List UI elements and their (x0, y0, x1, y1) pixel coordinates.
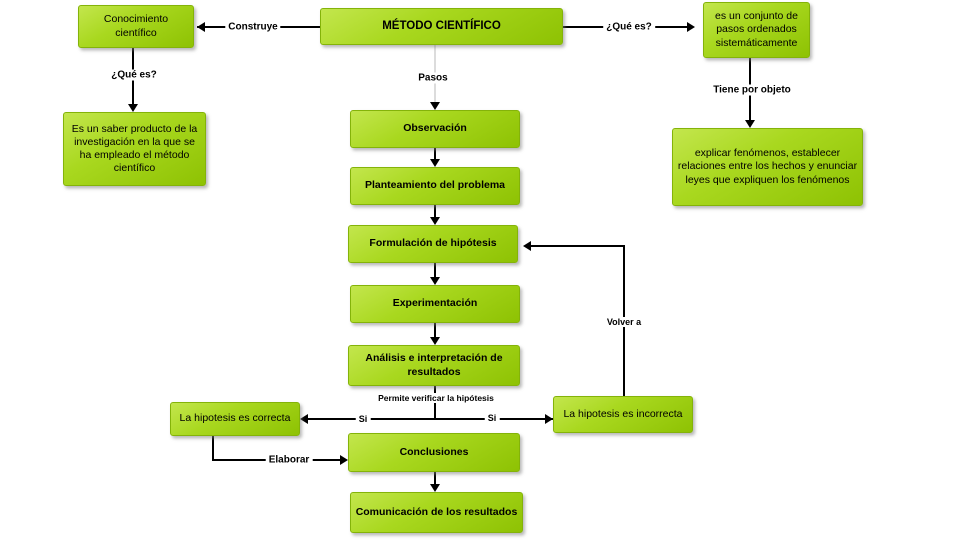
node-analisis-interpretacion: Análisis e interpretación de resultados (348, 345, 520, 386)
edge-label-si-left: Si (355, 414, 371, 424)
edge-label-que-es-left: ¿Qué es? (108, 69, 160, 81)
node-formulacion-de-hipotesis: Formulación de hipótesis (348, 225, 518, 263)
connector-si-line (305, 418, 553, 420)
arrowhead-into-conclusiones (340, 455, 348, 465)
node-hipotesis-incorrecta: La hipotesis es incorrecta (553, 396, 693, 433)
node-conjunto-de-pasos: es un conjunto de pasos ordenados sistem… (703, 2, 810, 58)
node-saber-producto: Es un saber producto de la investigación… (63, 112, 206, 186)
node-conocimiento-cientifico: Conocimiento científico (78, 5, 194, 48)
edge-label-permite-verificar: Permite verificar la hipótesis (375, 393, 497, 403)
node-observacion: Observación (350, 110, 520, 148)
arrowhead-into-experimentacion (430, 277, 440, 285)
connector-planteamiento-formulacion (434, 205, 436, 217)
edge-label-volver-a: Volver a (603, 317, 645, 327)
edge-label-pasos: Pasos (415, 72, 451, 84)
arrowhead-into-planteamiento (430, 159, 440, 167)
edge-label-si-right: Si (484, 413, 500, 423)
connector-volver-horizontal (531, 245, 625, 247)
arrowhead-into-explicar (745, 120, 755, 128)
arrowhead-into-formulacion (430, 217, 440, 225)
node-metodo-cientifico: MÉTODO CIENTÍFICO (320, 8, 563, 45)
arrowhead-into-observacion (430, 102, 440, 110)
arrowhead-into-saber (128, 104, 138, 112)
arrowhead-into-comunicacion (430, 484, 440, 492)
edge-label-que-es-right: ¿Qué es? (603, 21, 655, 33)
node-explicar-fenomenos: explicar fenómenos, establecer relacione… (672, 128, 863, 206)
connector-formulacion-experimentacion (434, 263, 436, 277)
arrowhead-volver-into-formulacion (523, 241, 531, 251)
arrowhead-into-incorrecta (545, 414, 553, 424)
node-experimentacion: Experimentación (350, 285, 520, 323)
arrowhead-into-conocimiento (197, 22, 205, 32)
node-comunicacion-resultados: Comunicación de los resultados (350, 492, 523, 533)
connector-observacion-planteamiento (434, 148, 436, 159)
arrowhead-into-correcta (300, 414, 308, 424)
connector-experimentacion-analisis (434, 323, 436, 337)
edge-label-tiene-por-objeto: Tiene por objeto (710, 84, 794, 96)
edge-label-construye: Construye (225, 21, 281, 33)
node-planteamiento-del-problema: Planteamiento del problema (350, 167, 520, 205)
arrowhead-into-analisis (430, 337, 440, 345)
connector-elaborar-vertical (212, 436, 214, 461)
connector-conclusiones-comunicacion (434, 472, 436, 484)
arrowhead-into-conjunto (687, 22, 695, 32)
edge-label-elaborar: Elaborar (265, 454, 313, 466)
node-conclusiones: Conclusiones (348, 433, 520, 472)
node-hipotesis-correcta: La hipotesis es correcta (170, 402, 300, 436)
